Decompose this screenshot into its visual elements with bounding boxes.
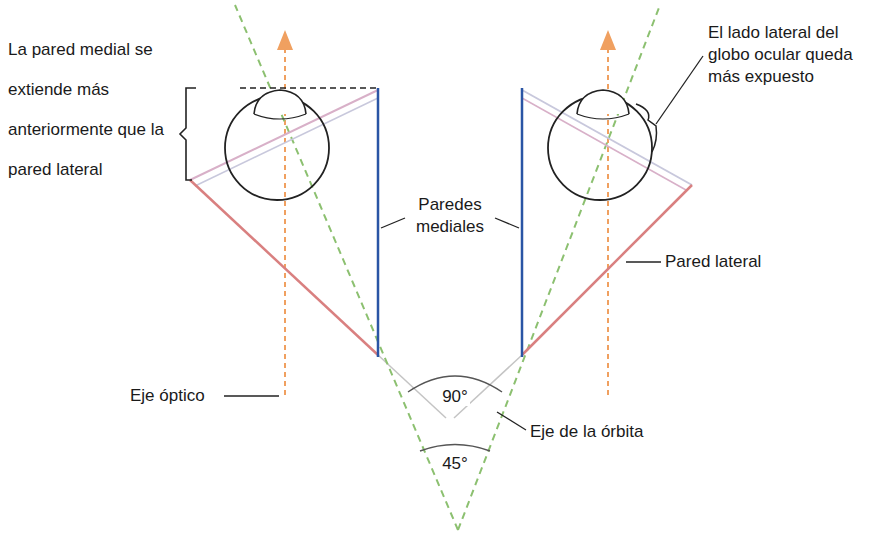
annotation-text: La pared medial se extiende más anterior… [8, 40, 164, 179]
angle-value-box: 45° [432, 454, 478, 474]
orbit-rim [522, 90, 692, 185]
orbit-rim [190, 90, 378, 180]
leader-line [495, 218, 519, 228]
angle-value: 90° [440, 387, 470, 406]
leader-line [497, 412, 526, 430]
lateral-wall [190, 180, 378, 355]
cornea [254, 114, 306, 119]
angle-value: 45° [440, 454, 470, 473]
orbit-axis [235, 5, 458, 530]
annotation-text: El lado lateral del globo ocular queda m… [708, 23, 853, 86]
leader-line [626, 261, 661, 262]
leader-line [381, 218, 405, 228]
medial-wall [521, 88, 524, 357]
dashed-reference [240, 87, 378, 89]
medial-wall [377, 88, 380, 357]
cornea [577, 90, 629, 114]
wall-label-box: Paredes mediales [400, 194, 500, 238]
axis-label: Eje óptico [130, 386, 205, 405]
brace [180, 88, 196, 180]
axis-label-box: Eje de la órbita [530, 421, 690, 443]
axis-label: Eje de la órbita [530, 422, 643, 441]
axis-label-box: Eje óptico [130, 385, 225, 407]
angle-value-box: 90° [432, 387, 478, 407]
wall-extension [378, 355, 446, 418]
wall-label: Pared lateral [665, 252, 761, 271]
leader-line [656, 56, 703, 124]
angle-arc [420, 445, 490, 452]
cornea [577, 114, 629, 119]
orbit-axis [458, 5, 660, 530]
wall-label: Paredes mediales [416, 195, 484, 236]
annotation-text-box: La pared medial se extiende más anterior… [8, 30, 176, 190]
cornea [254, 90, 306, 114]
wall-label-box: Pared lateral [665, 251, 795, 273]
annotation-text-box: El lado lateral del globo ocular queda m… [708, 22, 868, 88]
leader-line [224, 395, 279, 396]
brace [636, 104, 657, 152]
